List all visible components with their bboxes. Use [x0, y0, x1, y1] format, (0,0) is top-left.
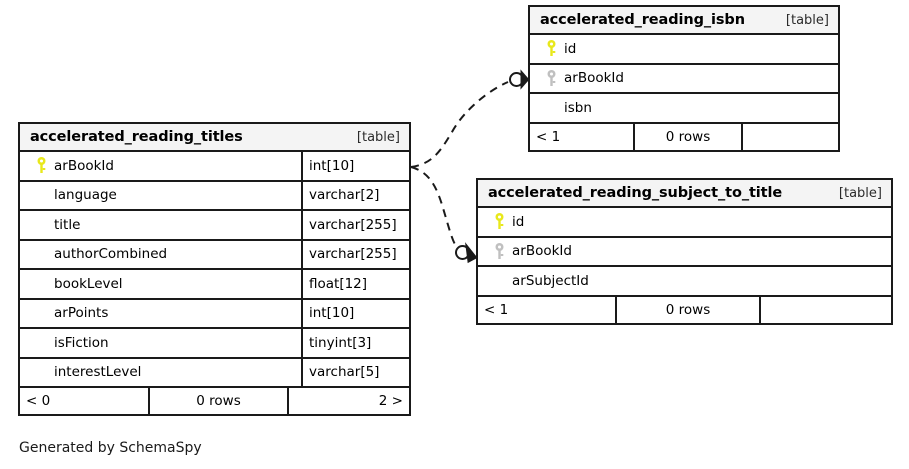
table-footer: < 1 0 rows	[478, 296, 891, 323]
column-name-cell: arBookId	[530, 65, 838, 93]
table-row[interactable]: bookLevel float[12]	[20, 270, 409, 300]
column-name-cell: isbn	[530, 94, 838, 122]
footer-parent-count: < 0	[26, 393, 51, 409]
column-name-cell: arBookId	[478, 238, 891, 266]
table-header: accelerated_reading_isbn [table]	[530, 7, 838, 35]
table-row[interactable]: language varchar[2]	[20, 181, 409, 211]
table-type-tag: [table]	[785, 12, 829, 28]
column-type: int[10]	[301, 299, 409, 327]
table-row[interactable]: arSubjectId	[478, 267, 891, 297]
footer-parent-count: < 1	[484, 301, 509, 318]
primary-key-icon	[486, 213, 512, 230]
table-row[interactable]: interestLevel varchar[5]	[20, 358, 409, 388]
column-name: interestLevel	[54, 364, 142, 381]
table-row[interactable]: isbn	[530, 94, 838, 124]
column-type: varchar[255]	[301, 211, 409, 239]
table-row[interactable]: isFiction tinyint[3]	[20, 329, 409, 359]
table-accelerated-reading-isbn[interactable]: accelerated_reading_isbn [table] id	[528, 5, 840, 152]
column-name-cell: language	[20, 182, 301, 210]
crowsfoot-arrow-subject	[465, 242, 478, 264]
column-name: authorCombined	[54, 246, 168, 263]
column-type: varchar[2]	[301, 181, 409, 209]
table-row[interactable]: arBookId	[530, 65, 838, 94]
footer-row-count: 0 rows	[615, 296, 761, 323]
foreign-key-icon	[486, 242, 512, 260]
column-name-cell: arPoints	[20, 300, 301, 328]
footer-child-count	[743, 124, 838, 150]
column-name-cell: arBookId	[20, 152, 301, 180]
column-name: arBookId	[54, 157, 114, 174]
column-name: bookLevel	[54, 275, 123, 292]
footer-parent-count: < 1	[536, 128, 561, 145]
column-name: id	[512, 213, 525, 230]
column-name: isFiction	[54, 334, 109, 351]
table-accelerated-reading-subject-to-title[interactable]: accelerated_reading_subject_to_title [ta…	[476, 178, 893, 325]
table-header: accelerated_reading_titles [table]	[20, 124, 409, 152]
table-row[interactable]: authorCombined varchar[255]	[20, 240, 409, 270]
column-name-cell: title	[20, 211, 301, 239]
column-name: id	[564, 40, 577, 57]
footer-child-count	[761, 297, 891, 323]
column-type: tinyint[3]	[301, 329, 409, 357]
column-name: arBookId	[564, 70, 624, 87]
relationship-edge-subject-to-title	[410, 166, 478, 264]
column-name-cell: authorCombined	[20, 241, 301, 269]
table-title: accelerated_reading_isbn	[540, 12, 745, 28]
column-type: int[10]	[301, 152, 409, 180]
table-row[interactable]: id	[530, 35, 838, 65]
column-name: arSubjectId	[512, 272, 589, 289]
primary-key-icon	[538, 40, 564, 57]
generator-credit: Generated by SchemaSpy	[19, 440, 202, 456]
column-name: isbn	[564, 99, 592, 116]
column-name-cell: interestLevel	[20, 359, 301, 387]
table-type-tag: [table]	[838, 185, 882, 201]
cardinality-zero-circle-isbn	[509, 72, 524, 87]
column-name-cell: arSubjectId	[478, 267, 891, 295]
column-name-cell: id	[530, 35, 838, 63]
footer-row-count: 0 rows	[148, 388, 289, 414]
column-name: arPoints	[54, 305, 109, 322]
table-footer: < 0 0 rows 2 >	[20, 388, 409, 414]
table-row[interactable]: arBookId	[478, 238, 891, 267]
table-row[interactable]: arPoints int[10]	[20, 299, 409, 329]
primary-key-icon	[28, 157, 54, 174]
column-name: arBookId	[512, 243, 572, 260]
column-name: title	[54, 216, 81, 233]
column-type: varchar[5]	[301, 358, 409, 386]
cardinality-zero-circle-subject	[455, 245, 470, 260]
table-title: accelerated_reading_titles	[30, 129, 243, 145]
footer-row-count: 0 rows	[633, 123, 743, 150]
footer-child-count: 2 >	[378, 393, 403, 409]
column-name-cell: isFiction	[20, 329, 301, 357]
table-row[interactable]: title varchar[255]	[20, 211, 409, 241]
foreign-key-icon	[538, 69, 564, 87]
table-row[interactable]: arBookId int[10]	[20, 152, 409, 182]
table-accelerated-reading-titles[interactable]: accelerated_reading_titles [table] arBoo…	[18, 122, 411, 416]
table-title: accelerated_reading_subject_to_title	[488, 185, 783, 201]
table-type-tag: [table]	[356, 129, 400, 145]
column-name-cell: id	[478, 208, 891, 236]
column-name-cell: bookLevel	[20, 270, 301, 298]
column-type: varchar[255]	[301, 240, 409, 268]
table-row[interactable]: id	[478, 208, 891, 238]
relationship-edge-isbn	[410, 69, 530, 168]
column-name: language	[54, 187, 117, 204]
table-header: accelerated_reading_subject_to_title [ta…	[478, 180, 891, 208]
column-type: float[12]	[301, 270, 409, 298]
table-footer: < 1 0 rows	[530, 123, 838, 150]
